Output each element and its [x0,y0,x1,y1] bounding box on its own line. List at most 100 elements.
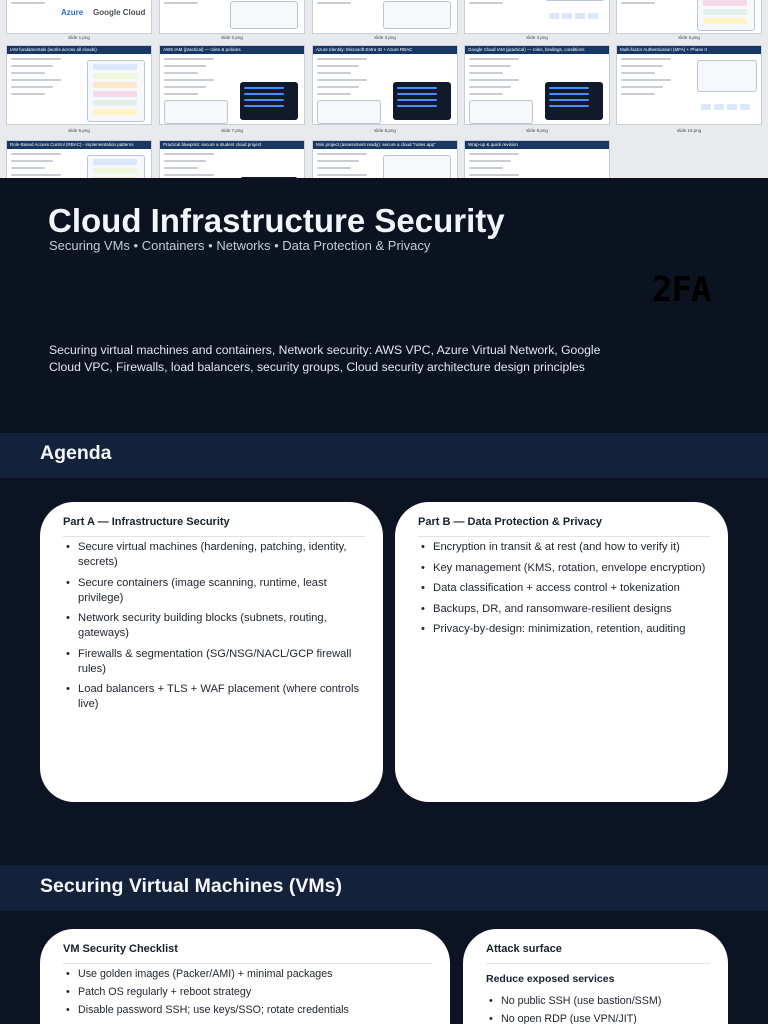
thumbnail-title: Multi-factor Authentication (MFA) + Phas… [617,46,761,54]
attack-surface-title: Attack surface [486,943,562,955]
thumbnail-decoration [11,58,61,60]
thumbnail-decoration [317,58,367,60]
list-item: Firewalls & segmentation (SG/NSG/NACL/GC… [63,647,365,677]
thumbnail-decoration [397,87,437,89]
thumbnail-decoration [549,99,589,101]
thumbnail-decoration [164,167,198,169]
part-b-title: Part B — Data Protection & Privacy [418,516,603,528]
thumbnail-title: Google Cloud IAM (practical) — roles, bi… [465,46,609,54]
slide-thumbnail[interactable]: Google Cloud IAM (practical) — roles, bi… [464,45,610,125]
section-header-band: Agenda [0,433,768,478]
thumbnail-decoration [549,93,589,95]
list-item: Load balancers + TLS + WAF placement (wh… [63,682,365,712]
thumbnail-caption: slide 5.png [678,35,700,40]
thumbnail-decoration [397,99,437,101]
thumbnail-preview [160,0,304,33]
slide-thumbnail[interactable]: Wrap-up & quick revision [464,140,610,178]
thumbnail-decoration [621,72,655,74]
thumbnail-caption: slide 9.png [526,128,548,133]
google-cloud-logo: Google Cloud [93,8,146,17]
thumbnail-caption: slide 7.png [221,128,243,133]
thumbnail-caption: slide 1.png [68,35,90,40]
slide-thumbnail[interactable]: Practical blueprint: secure a student cl… [159,140,305,178]
slide-thumbnail[interactable]: IAM fundamentals (works across all cloud… [6,45,152,125]
part-a-list: Secure virtual machines (hardening, patc… [63,540,365,718]
thumbnail-decoration [740,104,750,110]
vm-checklist-title: VM Security Checklist [63,943,178,955]
thumbnail-decoration [727,104,737,110]
thumbnail-decoration [397,105,437,107]
list-item: Encryption in transit & at rest (and how… [418,540,710,555]
slide-thumbnail[interactable] [616,0,762,34]
thumbnail-title: Practical blueprint: secure a student cl… [160,141,304,149]
slide-thumbnail[interactable] [159,0,305,34]
thumbnail-decoration [469,86,511,88]
part-a-title: Part A — Infrastructure Security [63,516,230,528]
slide-thumbnail[interactable]: AWS IAM (practical) — roles & policies [159,45,305,125]
thumbnail-title: Mini project (assessment ready): secure … [313,141,457,149]
attack-surface-subheading: Reduce exposed services [486,973,615,985]
thumbnail-decoration [93,159,137,165]
thumbnail-decoration [93,109,137,115]
thumbnail-preview [7,54,151,124]
thumbnail-decoration [397,93,437,95]
vm-checklist-list: Use golden images (Packer/AMI) + minimal… [63,967,432,1022]
thumbnail-decoration [317,160,359,162]
list-item: Secure containers (image scanning, runti… [63,576,365,606]
thumbnail-decoration [469,174,519,176]
thumbnail-decoration [11,2,45,4]
slide-thumbnail[interactable] [464,0,610,34]
thumbnail-decoration [703,9,747,15]
thumbnail-decoration [11,65,53,67]
thumbnail-decoration [230,1,298,29]
thumbnail-decoration [469,93,503,95]
thumbnail-decoration [469,100,533,124]
thumbnail-decoration [621,58,671,60]
thumbnail-decoration [164,174,214,176]
slide-thumbnail[interactable]: Mini project (assessment ready): secure … [312,140,458,178]
list-item: Patch OS regularly + reboot strategy [63,985,432,999]
thumbnail-decoration [317,79,367,81]
thumbnail-decoration [164,58,214,60]
slide-thumbnail[interactable] [312,0,458,34]
thumbnail-decoration [11,86,53,88]
thumbnail-decoration [714,104,724,110]
thumbnail-decoration [93,168,137,174]
list-item: Data classification + access control + t… [418,581,710,596]
thumbnail-title: Role-Based Access Control (RBAC) - imple… [7,141,151,149]
thumbnail-decoration [317,167,351,169]
thumbnail-decoration [164,65,206,67]
thumbnail-decoration [93,64,137,70]
list-item: No public SSH (use bastion/SSM) [486,994,710,1008]
thumbnail-decoration [164,160,206,162]
thumbnail-decoration [164,79,214,81]
list-item: Secure virtual machines (hardening, patc… [63,540,365,570]
thumbnail-decoration [621,2,655,4]
thumbnail-preview [465,0,609,33]
thumbnail-decoration [317,153,367,155]
list-item: Use golden images (Packer/AMI) + minimal… [63,967,432,981]
thumbnail-decoration [703,18,747,24]
thumbnail-decoration [93,100,137,106]
section-header-band: Securing Virtual Machines (VMs) [0,865,768,911]
thumbnail-preview [313,0,457,33]
slide-thumbnail[interactable]: Azure Identity: Microsoft Entra ID + Azu… [312,45,458,125]
thumbnail-decoration [317,65,359,67]
thumbnail-decoration [164,2,198,4]
slide-thumbnail[interactable]: Multi-factor Authentication (MFA) + Phas… [616,45,762,125]
list-item: Disable password SSH; use keys/SSO; rota… [63,1003,432,1017]
thumbnail-decoration [621,65,663,67]
thumbnail-caption: slide 2.png [221,35,243,40]
thumbnail-decoration [244,99,284,101]
thumbnail-decoration [701,104,711,110]
thumbnail-preview [313,149,457,178]
part-a-card: Part A — Infrastructure Security Secure … [40,502,383,802]
thumbnail-decoration [621,79,671,81]
card-divider [418,536,710,537]
slide-thumbnail[interactable]: Role-Based Access Control (RBAC) - imple… [6,140,152,178]
thumbnail-decoration [93,82,137,88]
thumbnail-decoration [164,72,198,74]
